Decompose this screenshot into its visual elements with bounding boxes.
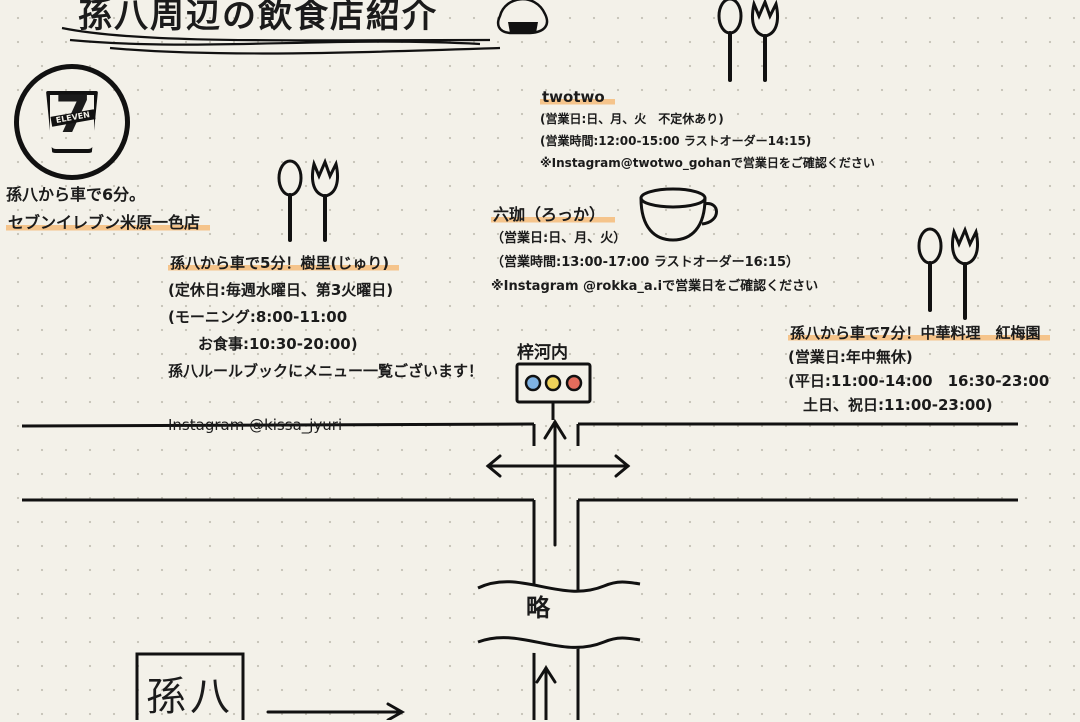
- signal-light: [565, 374, 583, 392]
- kobai-line: (平日:11:00-14:00 16:30-23:00: [788, 372, 1050, 390]
- twotwo-line: ※Instagram@twotwo_gohanで営業日をご確認ください: [540, 156, 875, 170]
- rokka-line: ※Instagram @rokka_a.iで営業日をご確認ください: [491, 279, 819, 294]
- abbreviation-break: [477, 580, 641, 654]
- kobai-line: (営業日:年中無休): [788, 348, 913, 366]
- spoon-fork-icon: [917, 225, 980, 320]
- kobai-info: 孫八から車で7分！中華料理 紅梅園 (営業日:年中無休) (平日:11:00-1…: [788, 321, 1051, 417]
- road-upper-left: [21, 422, 535, 428]
- twotwo-line: (営業時間:12:00-15:00 ラストオーダー14:15): [540, 134, 812, 148]
- rokka-info: 六珈（ろっか） （営業日:日、月、火） （営業時間:13:00-17:00 ラス…: [491, 203, 818, 299]
- seven-eleven-info: 孫八から車で6分。 セブンイレブン米原一色店: [6, 181, 211, 237]
- title-underline: [61, 26, 501, 55]
- twotwo-info: twotwo (営業日:日、月、火 不定休あり) (営業時間:12:00-15:…: [540, 86, 875, 174]
- magohachi-box: [135, 652, 245, 720]
- rokka-line: （営業時間:13:00-17:00 ラストオーダー16:15）: [491, 255, 800, 270]
- kobai-heading: 孫八から車で7分！中華料理 紅梅園: [788, 324, 1051, 342]
- rokka-name: 六珈（ろっか）: [491, 205, 616, 224]
- signal-light: [544, 374, 562, 392]
- seven-eleven-logo: 7 ELEVEN: [14, 64, 130, 180]
- twotwo-name: twotwo: [540, 88, 615, 106]
- onigiri-icon: [496, 0, 549, 35]
- coffee-cup-icon: [639, 187, 718, 242]
- page-title: 孫八周辺の飲食店紹介: [78, 0, 438, 36]
- twotwo-line: (営業日:日、月、火 不定休あり): [540, 112, 724, 126]
- seven-eleven-line: セブンイレブン米原一色店: [6, 213, 211, 232]
- spoon-fork-icon: [277, 157, 340, 242]
- rokka-line: （営業日:日、月、火）: [491, 231, 627, 246]
- route-arrow: [266, 665, 557, 720]
- jyuri-line: 孫八ルールブックにメニュー一覧ございます！: [168, 362, 484, 380]
- traffic-signal-icon: [515, 362, 592, 420]
- direction-arrows: [485, 419, 631, 547]
- jyuri-line: お食事:10:30-20:00): [168, 335, 358, 353]
- jyuri-line: [168, 385, 483, 412]
- magohachi-label: 孫八: [146, 674, 234, 720]
- jyuri-line: (定休日:毎週水曜日、第3火曜日): [168, 281, 394, 299]
- signal-label: 梓河内: [517, 343, 568, 363]
- spoon-fork-icon: [717, 0, 780, 82]
- seven-eleven-line: 孫八から車で6分。: [6, 185, 146, 204]
- kobai-line: 土日、祝日:11:00-23:00): [788, 396, 993, 414]
- jyuri-instagram: Instagram @kissa_jyuri: [168, 416, 343, 434]
- abbreviation-label: 略: [526, 594, 550, 622]
- jyuri-info: 孫八から車で5分！樹里(じゅり) (定休日:毎週水曜日、第3火曜日) (モーニン…: [168, 250, 483, 439]
- jyuri-line: (モーニング:8:00-11:00: [168, 308, 348, 326]
- jyuri-heading: 孫八から車で5分！樹里(じゅり): [168, 254, 400, 272]
- signal-light: [524, 374, 542, 392]
